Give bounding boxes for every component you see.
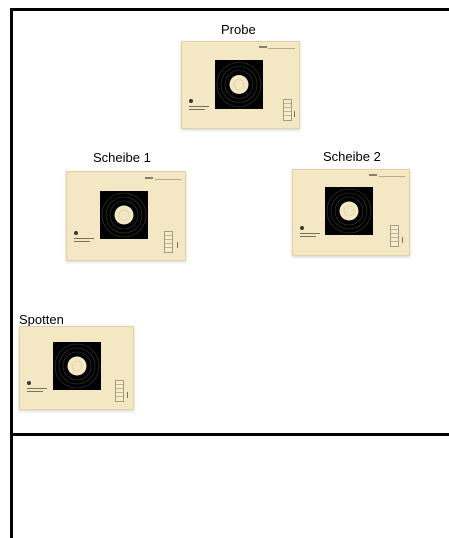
card-logo-text bbox=[300, 233, 320, 234]
side-mark bbox=[127, 392, 128, 398]
card-logo-text bbox=[300, 236, 316, 237]
card-header-text bbox=[369, 174, 377, 176]
card-header-text bbox=[259, 46, 267, 48]
target-spotten[interactable]: Spotten bbox=[19, 312, 133, 409]
card-logo bbox=[74, 231, 78, 235]
card-header-line bbox=[268, 48, 295, 49]
target-rings bbox=[53, 342, 101, 390]
target-rings bbox=[325, 187, 373, 235]
target-black-square bbox=[325, 187, 373, 235]
card-header-line bbox=[155, 179, 181, 180]
target-label-scheibe-1: Scheibe 1 bbox=[93, 150, 151, 165]
card-logo bbox=[27, 381, 31, 385]
target-card[interactable] bbox=[292, 169, 410, 256]
card-logo-text bbox=[74, 238, 94, 239]
card-logo-text bbox=[189, 106, 209, 107]
target-scheibe-1[interactable]: Scheibe 1 bbox=[66, 150, 184, 260]
card-logo-text bbox=[189, 109, 205, 110]
target-black-square bbox=[53, 342, 101, 390]
target-label-probe: Probe bbox=[221, 22, 256, 37]
card-logo-text bbox=[27, 388, 47, 389]
frame-left-line bbox=[10, 8, 13, 538]
score-box bbox=[390, 225, 399, 247]
target-black-square bbox=[100, 191, 148, 239]
side-mark bbox=[177, 242, 178, 248]
card-header-text bbox=[145, 177, 153, 179]
score-box bbox=[164, 231, 173, 253]
card-header-line bbox=[379, 176, 405, 177]
target-card[interactable] bbox=[19, 326, 134, 410]
target-rings bbox=[100, 191, 148, 239]
target-label-scheibe-2: Scheibe 2 bbox=[323, 149, 381, 164]
frame-top-line bbox=[10, 8, 449, 11]
target-scheibe-2[interactable]: Scheibe 2 bbox=[292, 149, 408, 255]
target-probe[interactable]: Probe bbox=[181, 22, 298, 128]
card-logo bbox=[300, 226, 304, 230]
card-logo-text bbox=[27, 391, 43, 392]
target-card[interactable] bbox=[181, 41, 300, 129]
target-label-spotten: Spotten bbox=[19, 312, 64, 327]
target-card[interactable] bbox=[66, 171, 186, 261]
target-rings bbox=[215, 60, 263, 109]
side-mark bbox=[294, 111, 295, 117]
card-logo-text bbox=[74, 241, 90, 242]
score-box bbox=[115, 380, 124, 402]
frame-divider-line bbox=[10, 433, 449, 436]
side-mark bbox=[402, 237, 403, 243]
card-logo bbox=[189, 99, 193, 103]
score-box bbox=[283, 99, 292, 121]
target-black-square bbox=[215, 60, 263, 109]
